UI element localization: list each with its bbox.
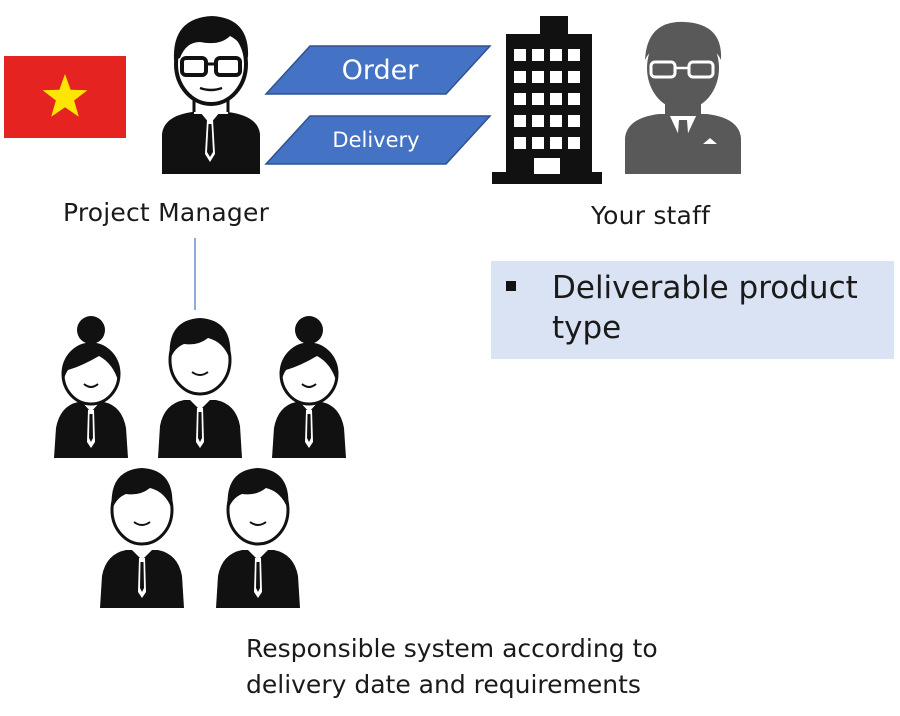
caption-text: Responsible system according to delivery… [246,634,658,699]
your-staff-label: Your staff [591,201,711,230]
staff-person-icon [625,21,741,174]
team-member-icon [216,468,300,608]
manager-person-icon [162,16,260,174]
delivery-arrow [264,115,492,165]
team-member-icon [54,316,128,458]
delivery-label: Delivery [332,128,420,152]
vietnam-flag-icon [4,56,126,138]
order-arrow [264,45,492,95]
team-member-icon [158,318,242,458]
team-member-icon [272,316,346,458]
team-member-icon [100,468,184,608]
deliverable-text: Deliverable product type [552,270,858,346]
connector-line [194,238,196,310]
bullet-icon [506,281,516,291]
office-building-icon [492,16,602,184]
order-label: Order [341,55,419,86]
deliverable-box: Deliverable product type [491,261,894,359]
project-manager-label: Project Manager [63,198,270,227]
